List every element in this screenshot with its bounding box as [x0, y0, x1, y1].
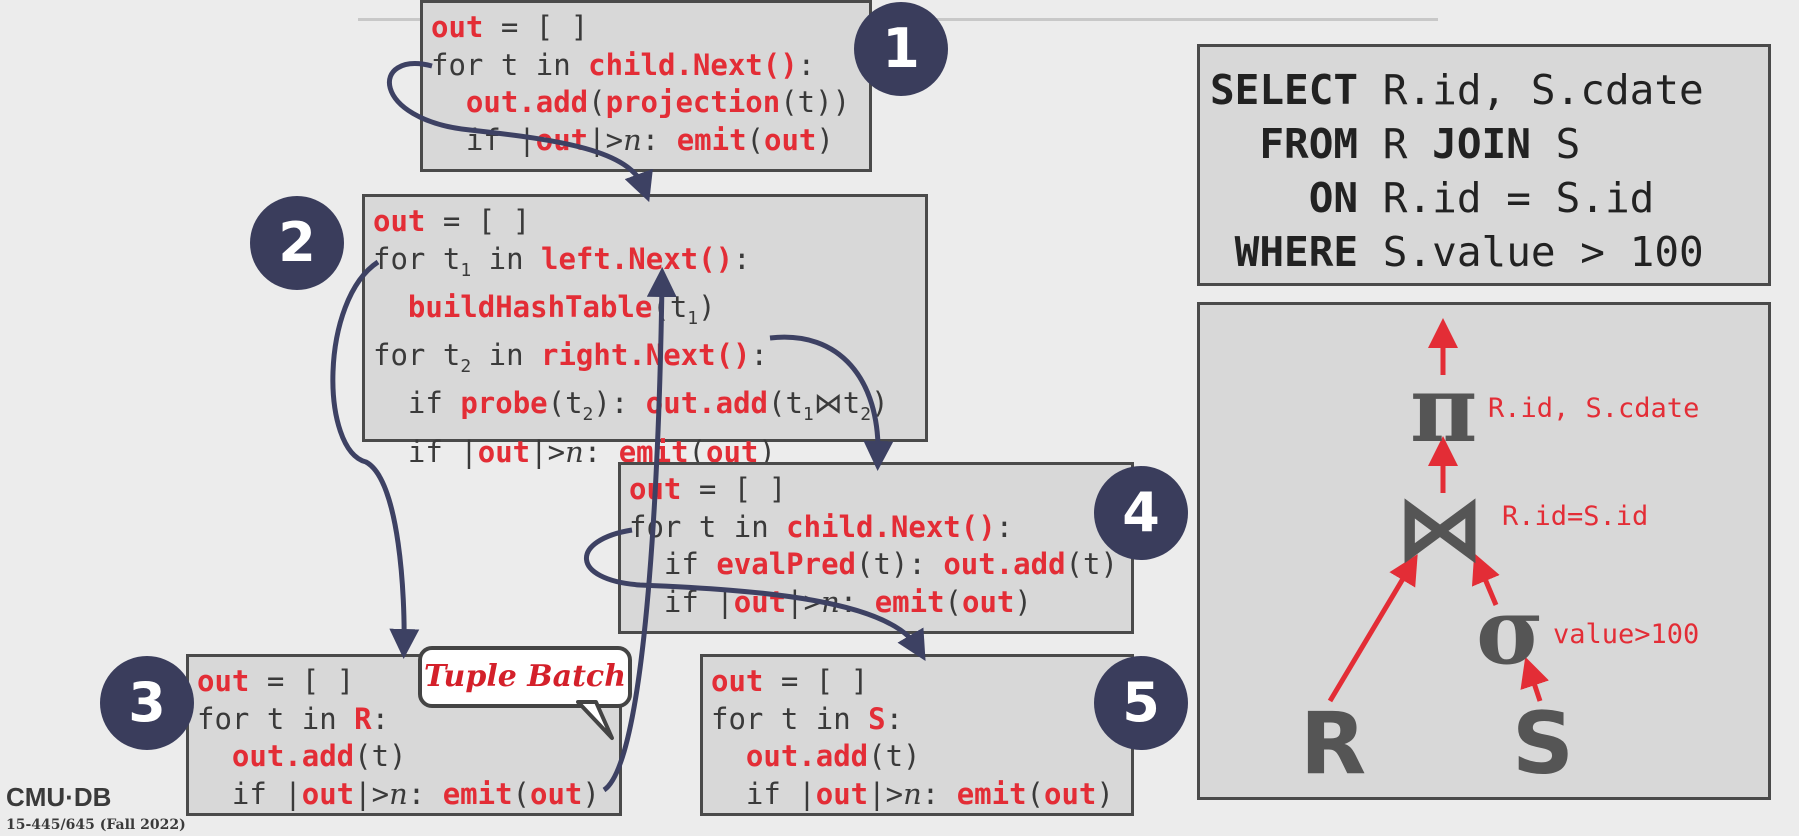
query-plan-box: π R.id, S.cdate ⋈ R.id=S.id σ value>100 …: [1197, 302, 1771, 800]
relation-r: R: [1300, 694, 1366, 794]
cmu-db-logo: CMU·DB: [6, 782, 112, 812]
pi-label: R.id, S.cdate: [1488, 393, 1699, 424]
plan-sigma-to-join-arrow: [1471, 553, 1500, 606]
step-badge-2: 2: [250, 196, 344, 290]
hash-join-code: out = [ ] for t1 in left.Next(): buildHa…: [373, 204, 889, 469]
flow-scan-r-to-join: [602, 267, 677, 793]
tuple-batch-bubble: Tuple Batch: [418, 646, 632, 708]
query-plan-tree: π R.id, S.cdate ⋈ R.id=S.id σ value>100 …: [1300, 318, 1699, 794]
sql-query-box: SELECT R.id, S.cdate FROM R JOIN S ON R.…: [1197, 44, 1771, 286]
relation-s: S: [1512, 694, 1574, 794]
step-badge-1: 1: [854, 2, 948, 96]
scan-r-operator-box: out = [ ] for t in R: out.add(t) if |out…: [186, 654, 622, 816]
step-badge-3: 3: [100, 656, 194, 750]
join-label: R.id=S.id: [1502, 501, 1648, 532]
scan-s-code: out = [ ] for t in S: out.add(t) if |out…: [711, 664, 1114, 811]
course-label: 15-445/645 (Fall 2022): [6, 817, 186, 833]
sigma-label: value>100: [1553, 619, 1699, 650]
plan-s-to-sigma-arrow: [1520, 656, 1549, 702]
flow-join-to-scan-r: [330, 259, 420, 659]
step-badge-4: 4: [1094, 466, 1188, 560]
flow-join-to-filter: [769, 334, 894, 471]
flow-proj-to-join: [386, 61, 653, 203]
bubble-tail: [576, 700, 614, 740]
sql-query-text: SELECT R.id, S.cdate FROM R JOIN S ON R.…: [1210, 66, 1704, 276]
sigma-symbol: σ: [1476, 577, 1544, 685]
filter-operator-box: out = [ ] for t in child.Next(): if eval…: [618, 462, 1134, 634]
scan-r-code: out = [ ] for t in R: out.add(t) if |out…: [197, 664, 600, 811]
flow-filter-to-scan-s: [584, 527, 926, 661]
step-badge-5: 5: [1094, 656, 1188, 750]
filter-code: out = [ ] for t in child.Next(): if eval…: [629, 472, 1118, 619]
hash-join-operator-box: out = [ ] for t1 in left.Next(): buildHa…: [362, 194, 928, 469]
pi-symbol: π: [1410, 355, 1477, 463]
projection-operator-box: out = [ ] for t in child.Next(): out.add…: [420, 0, 872, 172]
plan-r-to-join-arrow: [1327, 554, 1418, 703]
join-symbol: ⋈: [1395, 476, 1485, 581]
